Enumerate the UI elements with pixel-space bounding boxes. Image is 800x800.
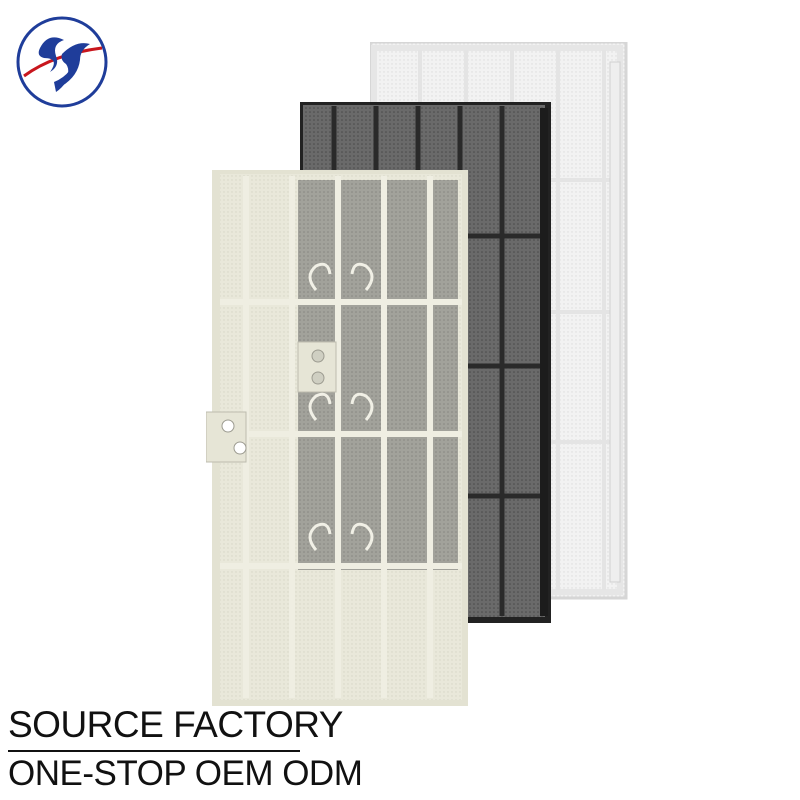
dove-on-globe-logo-icon xyxy=(16,16,108,108)
oem-odm-caption: ONE-STOP OEM ODM xyxy=(8,754,363,793)
source-factory-caption: SOURCE FACTORY xyxy=(8,704,343,745)
almond-security-door xyxy=(206,170,468,706)
caption-divider xyxy=(8,750,300,752)
